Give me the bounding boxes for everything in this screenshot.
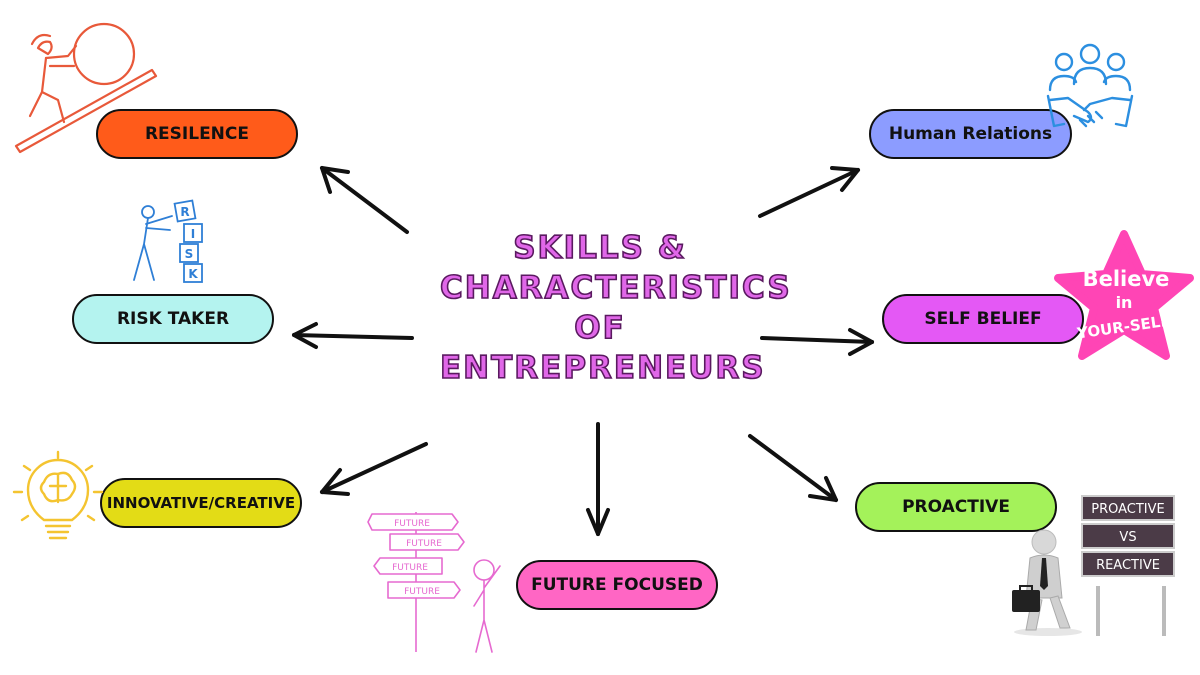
title-line-1: SKILLS & bbox=[512, 229, 687, 267]
node-resilience: RESILENCE bbox=[96, 109, 298, 159]
arrow-to-innovative bbox=[320, 442, 428, 494]
future-sign-3: FUTURE bbox=[392, 563, 428, 573]
title-line-3: OF bbox=[573, 309, 626, 347]
risk-block-i: I bbox=[191, 227, 195, 241]
future-sign-4: FUTURE bbox=[404, 587, 440, 597]
arrow-to-human-relations bbox=[758, 168, 860, 218]
node-resilience-label: RESILENCE bbox=[144, 124, 250, 144]
central-title: SKILLS & CHARACTERISTICS OF ENTREPRENEUR… bbox=[439, 228, 792, 388]
node-proactive: PROACTIVE bbox=[855, 482, 1057, 532]
node-future-focused: FUTURE FOCUSED bbox=[516, 560, 718, 610]
sisyphus-icon bbox=[14, 22, 158, 154]
believe-star-icon: Believe in YOUR-SELF bbox=[1054, 230, 1194, 360]
risk-blocks-icon: R I S K bbox=[133, 199, 203, 283]
title-line-2: CHARACTERISTICS bbox=[439, 269, 792, 307]
future-sign-1: FUTURE bbox=[394, 519, 430, 529]
risk-block-s: S bbox=[185, 247, 194, 261]
sign-proactive: PROACTIVE bbox=[1091, 502, 1165, 517]
risk-block-k: K bbox=[188, 267, 198, 281]
title-line-4: ENTREPRENEURS bbox=[439, 349, 766, 387]
node-self-belief-label: SELF BELIEF bbox=[924, 309, 1042, 329]
signpost-icon: FUTURE FUTURE FUTURE FUTURE bbox=[367, 512, 501, 653]
handshake-icon bbox=[1046, 43, 1134, 128]
businessman-sign-icon: PROACTIVE VS REACTIVE bbox=[1012, 495, 1175, 636]
node-innovative-label: INNOVATIVE/CREATIVE bbox=[106, 494, 296, 512]
believe-text: Believe bbox=[1083, 267, 1170, 291]
future-sign-2: FUTURE bbox=[406, 539, 442, 549]
node-human-relations-label: Human Relations bbox=[888, 124, 1053, 144]
arrow-to-proactive bbox=[748, 434, 838, 502]
sign-reactive: REACTIVE bbox=[1096, 558, 1160, 573]
node-self-belief: SELF BELIEF bbox=[882, 294, 1084, 344]
arrow-to-resilience bbox=[320, 166, 409, 234]
in-text: in bbox=[1116, 293, 1133, 312]
node-risk-taker: RISK TAKER bbox=[72, 294, 274, 344]
arrow-to-risk-taker bbox=[292, 333, 414, 340]
node-innovative: INNOVATIVE/CREATIVE bbox=[100, 478, 302, 528]
node-human-relations: Human Relations bbox=[869, 109, 1072, 159]
node-proactive-label: PROACTIVE bbox=[902, 497, 1010, 517]
sign-vs: VS bbox=[1119, 530, 1136, 545]
arrow-to-self-belief bbox=[760, 336, 874, 344]
node-risk-taker-label: RISK TAKER bbox=[116, 309, 230, 329]
risk-block-r: R bbox=[180, 205, 189, 219]
node-future-focused-label: FUTURE FOCUSED bbox=[531, 575, 703, 595]
lightbulb-brain-icon bbox=[12, 450, 104, 540]
